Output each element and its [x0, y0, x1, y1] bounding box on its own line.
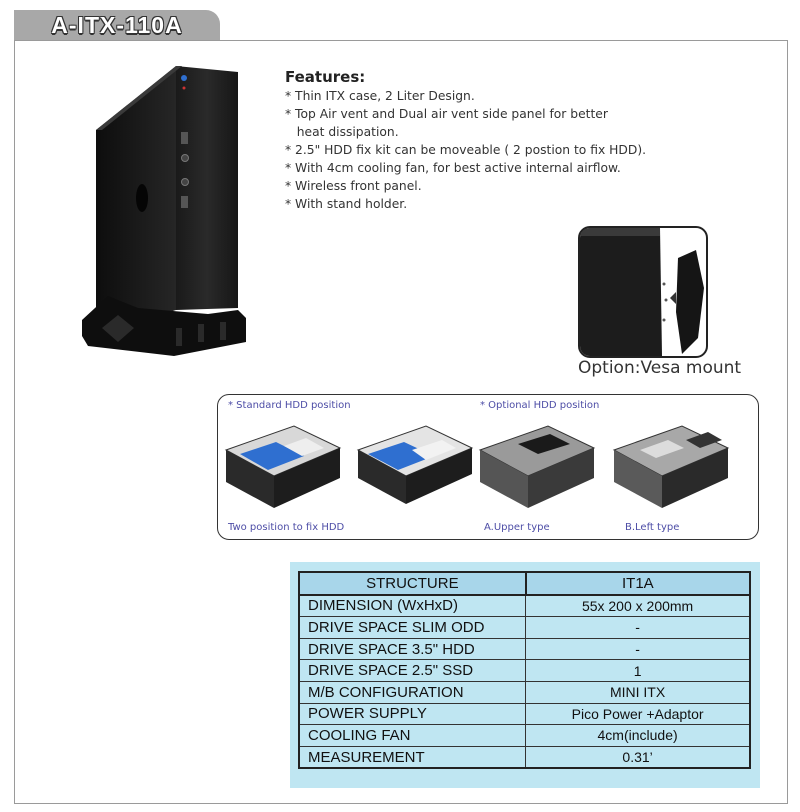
- hdd-standard-image-1: [224, 425, 342, 508]
- feature-item: * Top Air vent and Dual air vent side pa…: [285, 107, 608, 121]
- spec-key: COOLING FAN: [298, 724, 527, 747]
- spec-header-row: STRUCTURE IT1A: [298, 571, 752, 596]
- feature-item: * Thin ITX case, 2 Liter Design.: [285, 89, 475, 103]
- feature-item: * With 4cm cooling fan, for best active …: [285, 161, 621, 175]
- table-row: MEASUREMENT 0.31’: [298, 745, 751, 769]
- table-row: POWER SUPPLY Pico Power +Adaptor: [298, 702, 751, 726]
- table-row: DRIVE SPACE SLIM ODD -: [298, 616, 751, 639]
- features-title: Features:: [285, 68, 366, 86]
- table-row: DRIVE SPACE 2.5" SSD 1: [298, 659, 751, 682]
- features-section: Features: * Thin ITX case, 2 Liter Desig…: [285, 68, 725, 213]
- spec-header-value: IT1A: [524, 571, 752, 596]
- spec-value: Pico Power +Adaptor: [525, 702, 751, 726]
- table-row: COOLING FAN 4cm(include): [298, 724, 751, 747]
- spec-key: DRIVE SPACE 2.5" SSD: [298, 659, 527, 682]
- title-tab: [14, 10, 220, 41]
- title-wrap: A-ITX-110A: [14, 10, 220, 41]
- spec-key: DIMENSION (WxHxD): [298, 594, 527, 618]
- table-row: DRIVE SPACE 3.5" HDD -: [298, 637, 751, 661]
- spec-value: 55x 200 x 200mm: [525, 594, 751, 618]
- spec-table: STRUCTURE IT1A DIMENSION (WxHxD) 55x 200…: [298, 571, 752, 770]
- spec-value: -: [525, 616, 751, 639]
- hdd-standard-image-2: [356, 425, 474, 504]
- spec-value: 0.31’: [525, 745, 751, 769]
- hdd-left-type-image: [612, 425, 730, 508]
- hdd-upper-type-image: [478, 425, 596, 508]
- spec-value: MINI ITX: [525, 680, 751, 704]
- case-product-image: [82, 66, 246, 356]
- vesa-caption: Option:Vesa mount: [578, 358, 742, 378]
- two-position-caption: Two position to fix HDD: [228, 522, 345, 533]
- spec-value: 4cm(include): [525, 724, 751, 747]
- table-row: DIMENSION (WxHxD) 55x 200 x 200mm: [298, 594, 751, 618]
- spec-value: -: [525, 637, 751, 661]
- model-title: A-ITX-110A: [51, 12, 183, 38]
- spec-key: MEASUREMENT: [298, 745, 527, 769]
- standard-hdd-label: * Standard HDD position: [228, 400, 351, 411]
- table-row: M/B CONFIGURATION MINI ITX: [298, 680, 751, 704]
- spec-value: 1: [525, 659, 751, 682]
- left-type-caption: B.Left type: [625, 522, 680, 533]
- feature-item: * With stand holder.: [285, 197, 408, 211]
- vesa-mount-image: [578, 226, 708, 358]
- page-frame: [14, 40, 788, 804]
- spec-key: POWER SUPPLY: [298, 702, 527, 726]
- feature-item: * Wireless front panel.: [285, 179, 422, 193]
- optional-hdd-label: * Optional HDD position: [480, 400, 600, 411]
- spec-header-key: STRUCTURE: [298, 571, 527, 596]
- spec-key: DRIVE SPACE 3.5" HDD: [298, 637, 527, 661]
- hdd-positions-panel: [217, 394, 759, 540]
- feature-item: heat dissipation.: [285, 125, 399, 139]
- features-list: * Thin ITX case, 2 Liter Design. * Top A…: [285, 87, 725, 213]
- upper-type-caption: A.Upper type: [484, 522, 550, 533]
- spec-key: DRIVE SPACE SLIM ODD: [298, 616, 527, 639]
- feature-item: * 2.5" HDD fix kit can be moveable ( 2 p…: [285, 143, 647, 157]
- spec-key: M/B CONFIGURATION: [298, 680, 527, 704]
